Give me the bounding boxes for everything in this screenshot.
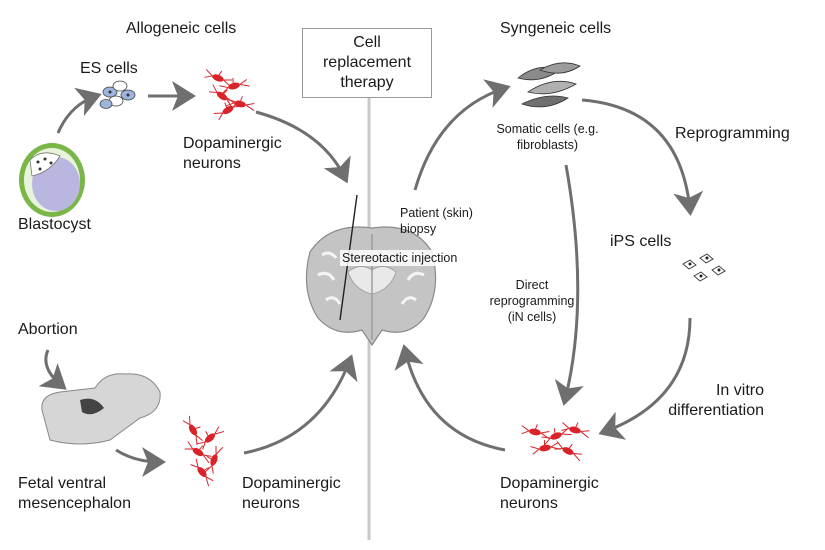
neuron-cluster-icon	[520, 418, 593, 462]
allogeneic-heading: Allogeneic cells	[126, 20, 237, 37]
arrow-blastocyst-to-es	[56, 87, 102, 134]
neuron-cluster-icon	[182, 413, 225, 487]
therapy-box: Cell replacement therapy	[302, 28, 432, 98]
arrow-abortion-to-fetal	[38, 349, 67, 390]
ips-cells-icon	[682, 253, 726, 282]
arrow-neurons-to-brain-right	[394, 344, 506, 452]
arrow-neurons-to-brain	[255, 110, 351, 184]
direct-reprogramming-label: Direct reprogramming (iN cells)	[489, 278, 575, 324]
syngeneic-heading: Syngeneic cells	[500, 20, 612, 37]
arrow-ips-to-neurons	[598, 317, 692, 440]
blastocyst-label: Blastocyst	[18, 216, 91, 233]
in-vitro-label: In vitro differentiation	[668, 382, 764, 419]
neuron-cluster-icon	[202, 65, 257, 121]
stereotactic-label: Stereotactic injection	[340, 250, 460, 266]
dopaminergic-top-label: Dopaminergic neurons	[183, 135, 282, 172]
dopaminergic-right-label: Dopaminergic neurons	[500, 475, 599, 512]
brain-section-icon	[305, 226, 437, 347]
arrow-biopsy-to-somatic	[413, 79, 511, 191]
arrow-fetal-to-neurons	[115, 446, 166, 477]
abortion-label: Abortion	[18, 321, 78, 338]
somatic-label: Somatic cells (e.g. fibroblasts)	[496, 122, 599, 152]
dopaminergic-bottom-label: Dopaminergic neurons	[242, 475, 341, 512]
therapy-label: Cell replacement therapy	[322, 34, 412, 91]
blastocyst-icon	[19, 143, 85, 217]
fibroblast-icon	[517, 62, 581, 108]
es-cells-icon	[99, 80, 136, 109]
reprogramming-label: Reprogramming	[675, 125, 790, 142]
fetal-brain-icon	[41, 373, 161, 445]
es-cells-label: ES cells	[80, 60, 138, 77]
fetal-label: Fetal ventral mesencephalon	[18, 475, 131, 512]
ips-cells-label: iPS cells	[610, 233, 672, 250]
arrow-neurons-to-brain-bottom	[243, 354, 358, 455]
patient-biopsy-label: Patient (skin) biopsy	[400, 206, 473, 236]
arrow-direct-reprogramming	[554, 164, 584, 406]
arrow-reprogramming	[581, 98, 704, 216]
